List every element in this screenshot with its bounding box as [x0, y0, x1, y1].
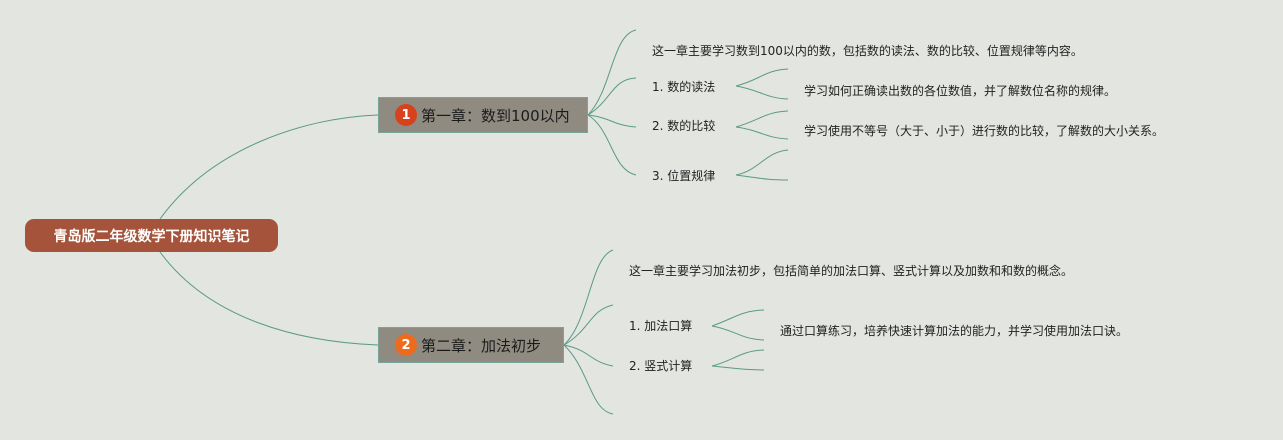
chapter-2-number-badge: 2 — [395, 334, 417, 356]
chapter-1-node[interactable]: 1 第一章：数到100以内 — [378, 97, 588, 133]
topic2-up-link — [735, 110, 789, 128]
chapter-2-topic-1-note: 通过口算练习，培养快速计算加法的能力，并学习使用加法口诀。 — [780, 324, 1129, 338]
topic22-up-link — [711, 349, 765, 367]
chapter-2-topic-1[interactable]: 1. 加法口算 — [629, 319, 693, 333]
ch1-to-topic1-link — [587, 77, 637, 116]
topic22-down-link — [711, 365, 765, 371]
chapter-1-topic-2-note: 学习使用不等号（大于、小于）进行数的比较，了解数的大小关系。 — [804, 124, 1165, 138]
ch1-to-summary-link — [587, 29, 637, 116]
topic21-down-link — [711, 325, 765, 341]
ch1-to-topic3-link — [587, 114, 637, 176]
topic3-up-link — [735, 149, 789, 176]
topic2-down-link — [735, 126, 789, 140]
ch2-to-topic2-link — [563, 344, 614, 367]
topic21-up-link — [711, 309, 765, 327]
chapter-2-topic-2[interactable]: 2. 竖式计算 — [629, 359, 693, 373]
topic1-up-link — [735, 68, 789, 87]
ch2-to-end-link — [563, 344, 614, 415]
topic3-down-link — [735, 174, 789, 181]
root-to-chapter1-link — [159, 114, 379, 220]
chapter-1-summary: 这一章主要学习数到100以内的数，包括数的读法、数的比较、位置规律等内容。 — [652, 44, 1083, 58]
chapter-1-topic-2[interactable]: 2. 数的比较 — [652, 119, 716, 133]
chapter-1-topic-1-note: 学习如何正确读出数的各位数值，并了解数位名称的规律。 — [804, 84, 1117, 98]
ch2-to-summary-link — [563, 249, 614, 346]
chapter-1-topic-3[interactable]: 3. 位置规律 — [652, 169, 716, 183]
root-title: 青岛版二年级数学下册知识笔记 — [53, 228, 250, 245]
chapter-1-number-badge: 1 — [395, 104, 417, 126]
topic1-down-link — [735, 85, 789, 100]
root-node[interactable]: 青岛版二年级数学下册知识笔记 — [25, 219, 278, 252]
chapter-2-node[interactable]: 2 第二章：加法初步 — [378, 327, 564, 363]
ch1-to-topic2-link — [587, 114, 637, 128]
ch2-to-topic1-link — [563, 304, 614, 346]
chapter-2-summary: 这一章主要学习加法初步，包括简单的加法口算、竖式计算以及加数和和数的概念。 — [629, 264, 1074, 278]
chapter-1-title: 第一章：数到100以内 — [421, 106, 570, 125]
chapter-2-title: 第二章：加法初步 — [421, 336, 542, 355]
chapter-1-topic-1[interactable]: 1. 数的读法 — [652, 80, 716, 94]
root-to-chapter2-link — [159, 251, 379, 346]
